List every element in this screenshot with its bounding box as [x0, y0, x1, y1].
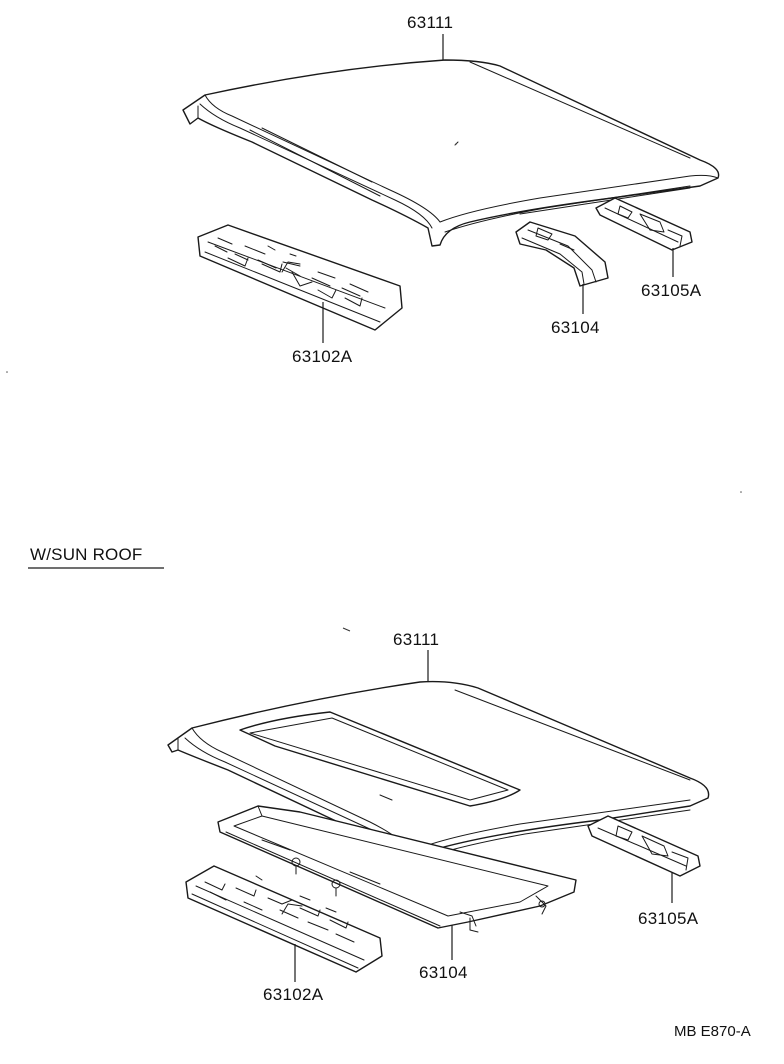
label-roof-panel-upper: 63111: [407, 13, 453, 32]
front-header-panel-sunroof: [185, 865, 383, 973]
label-sunroof-reinforcement: 63104: [419, 963, 468, 982]
roof-panel-upper: [182, 59, 720, 247]
rear-roof-rail-sunroof: [587, 815, 701, 877]
scan-specks: [6, 143, 742, 632]
figure-code: MB E870-A: [674, 1023, 751, 1040]
label-front-header-panel-upper: 63102A: [292, 347, 353, 366]
upper-assembly: 63111 63102A 63104 63105A: [182, 13, 720, 366]
sunroof-section: W/SUN ROOF: [28, 545, 710, 1004]
label-front-header-panel-sunroof: 63102A: [263, 985, 324, 1004]
label-rear-roof-rail-sunroof: 63105A: [638, 909, 699, 928]
sunroof-reinforcement-frame: [217, 805, 577, 933]
front-header-panel-upper: [197, 224, 403, 331]
roof-bow-upper: [515, 221, 609, 287]
label-roof-bow-upper: 63104: [551, 318, 600, 337]
sunroof-heading: W/SUN ROOF: [30, 545, 143, 564]
label-rear-roof-rail-upper: 63105A: [641, 281, 702, 300]
label-roof-panel-sunroof: 63111: [393, 630, 439, 649]
rear-roof-rail-upper: [595, 197, 693, 251]
